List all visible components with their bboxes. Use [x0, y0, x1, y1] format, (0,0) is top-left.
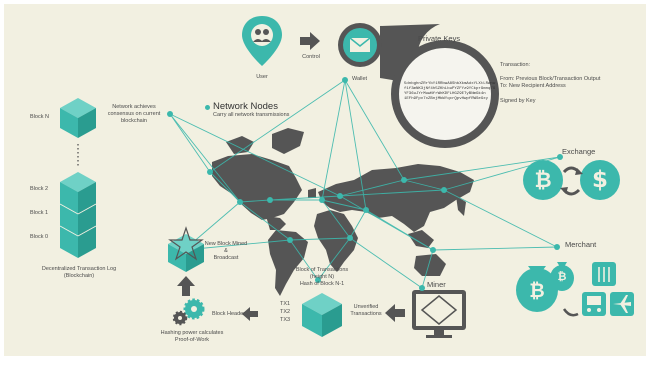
hashing-text: Hashing power calculates Proof-of-Work: [160, 330, 224, 343]
block-label: Block 2: [30, 186, 49, 192]
network-node: [337, 193, 343, 199]
network-node: [319, 197, 325, 203]
block-label: Block N: [30, 114, 49, 120]
tx-label: TX1: [280, 301, 291, 307]
block-cube-icon: [168, 226, 204, 272]
network-node: [441, 187, 447, 193]
arrow-up-icon: [177, 276, 195, 296]
world-map: [212, 128, 474, 296]
diagram-graphics: [59, 16, 634, 338]
exchange-label: Exchange: [562, 147, 596, 156]
bitcoin-symbol: ₿: [534, 168, 552, 192]
block-of-transactions-text: Block of Transactions (height N) Hash of…: [295, 267, 349, 287]
network-node-legend-dot: [205, 105, 210, 110]
block-header-label: Block Header: [212, 311, 246, 317]
transaction-to: To: New Recipient Address: [500, 83, 566, 89]
network-node: [207, 169, 213, 175]
diagram-canvas: User Control Wallet Private Keys 5dnbghn…: [4, 4, 646, 356]
blockchain-stack: [59, 98, 97, 258]
plane-icon: [610, 292, 634, 316]
arrow-right-icon: [300, 32, 320, 50]
network-lines: [169, 79, 561, 289]
miner-label: Miner: [427, 280, 446, 289]
control-label: Control: [302, 54, 320, 60]
bitcoin-icon: [523, 160, 563, 200]
transaction-from: From: Previous Block/Transaction Output: [500, 76, 601, 82]
blockchain-caption: Decentralized Transaction Log (Blockchai…: [41, 266, 117, 279]
magnifier-icon: [380, 24, 499, 148]
network-node: [347, 235, 353, 241]
private-key-line: 5dnbghnZRrYbY1RRbwA8ShbXkmAdxYLXtLRwnw: [404, 82, 496, 86]
private-key-line: f1f3mNK3jNf4h5ZKhLbuPYZFYz9YCkpr9mnq79: [404, 87, 496, 91]
money-bag-icon: [516, 262, 574, 312]
network-node: [430, 247, 436, 253]
block-label: Block 0: [30, 234, 49, 240]
private-key-line: 1EFh9Fpv7xZBnjMbWYqcrQpvHwpfRWSeGxy: [404, 97, 489, 101]
mail-icon: [338, 23, 382, 67]
network-node: [167, 111, 173, 117]
consensus-text: Network achieves consensus on current bl…: [107, 104, 161, 124]
bus-icon: [582, 292, 606, 316]
block-cube-icon: [60, 98, 96, 138]
arrow-left-icon: [242, 307, 258, 321]
network-node: [401, 177, 407, 183]
block-cube-icon: [59, 172, 97, 258]
utensils-icon: [592, 262, 616, 286]
network-node: [267, 197, 273, 203]
tx-label: TX2: [280, 309, 291, 315]
private-keys-title: Private Keys: [418, 34, 461, 43]
dollar-symbol: $: [591, 167, 608, 193]
network-node: [419, 285, 425, 291]
unverified-text: Unverified Transactions: [350, 304, 382, 317]
user-icon: [242, 16, 282, 66]
private-key-line: YF36uJYrMuwNfrWhKDFLHGZ9ETyBNmGk4n: [404, 92, 486, 96]
network-node: [342, 77, 348, 83]
network-nodes-title: Network Nodes: [213, 101, 278, 112]
network-nodes-subtitle: Carry all network transmissions: [213, 112, 290, 118]
arrow-left-icon: [385, 304, 405, 322]
block-label: Block 1: [30, 210, 49, 216]
wallet-label: Wallet: [352, 76, 368, 82]
tx-label: TX3: [280, 317, 291, 323]
computer-miner-icon: [412, 290, 466, 338]
user-label: User: [256, 74, 268, 80]
exchange-arrows: [560, 166, 583, 196]
network-node: [315, 277, 321, 283]
network-node: [363, 207, 369, 213]
merchant-label: Merchant: [565, 240, 597, 249]
network-node: [557, 154, 563, 160]
dollar-icon: [580, 160, 620, 200]
bitcoin-symbol: ₿: [557, 270, 567, 283]
bitcoin-symbol: ₿: [529, 280, 545, 302]
transaction-signed: Signed by Key: [500, 98, 536, 104]
network-node: [554, 244, 560, 250]
new-block-text: New Block Mined & Broadcast: [204, 241, 248, 261]
network-node: [287, 237, 293, 243]
transaction-title: Transaction:: [500, 62, 531, 68]
merchant-arrow: [562, 308, 579, 317]
network-node: [237, 199, 243, 205]
gear-icon: [172, 298, 205, 326]
block-cube-icon: [302, 293, 342, 337]
